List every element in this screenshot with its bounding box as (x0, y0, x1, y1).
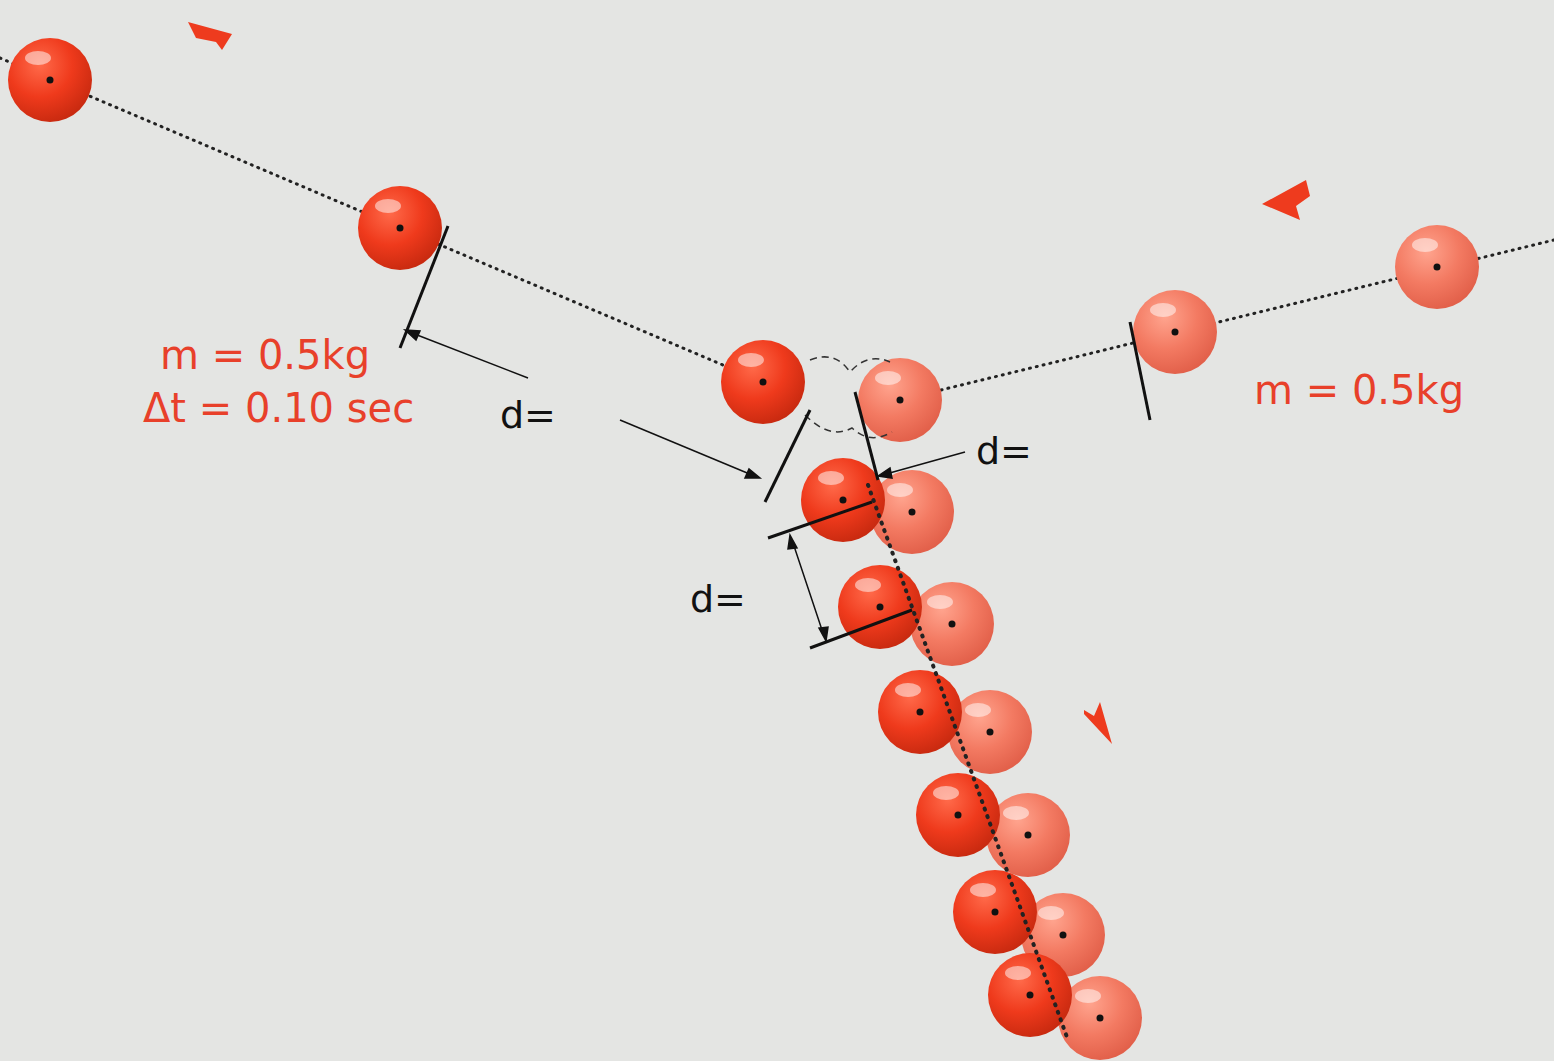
ball (953, 870, 1037, 954)
direction-arrow (188, 22, 1310, 744)
tick-mark (400, 226, 1150, 648)
distance-label: d= (976, 432, 1032, 470)
contact-outline (805, 357, 892, 438)
mass-label: m = 0.5kg (160, 335, 370, 375)
ball (910, 582, 994, 666)
distance-label: d= (690, 580, 746, 618)
path-line (868, 485, 1068, 1040)
distance-label: d= (500, 396, 556, 434)
ball (721, 340, 805, 424)
ball (858, 358, 942, 442)
leader-arrow (405, 330, 965, 641)
ball (358, 186, 442, 270)
ball (838, 565, 922, 649)
ball (1395, 225, 1479, 309)
ball (8, 38, 92, 122)
ball (1133, 290, 1217, 374)
mass-label: m = 0.5kg (1254, 370, 1464, 410)
ball (988, 953, 1072, 1037)
ball-b (858, 225, 1479, 1060)
ball-a (8, 38, 1072, 1037)
time-label: Δt = 0.10 sec (143, 388, 414, 428)
